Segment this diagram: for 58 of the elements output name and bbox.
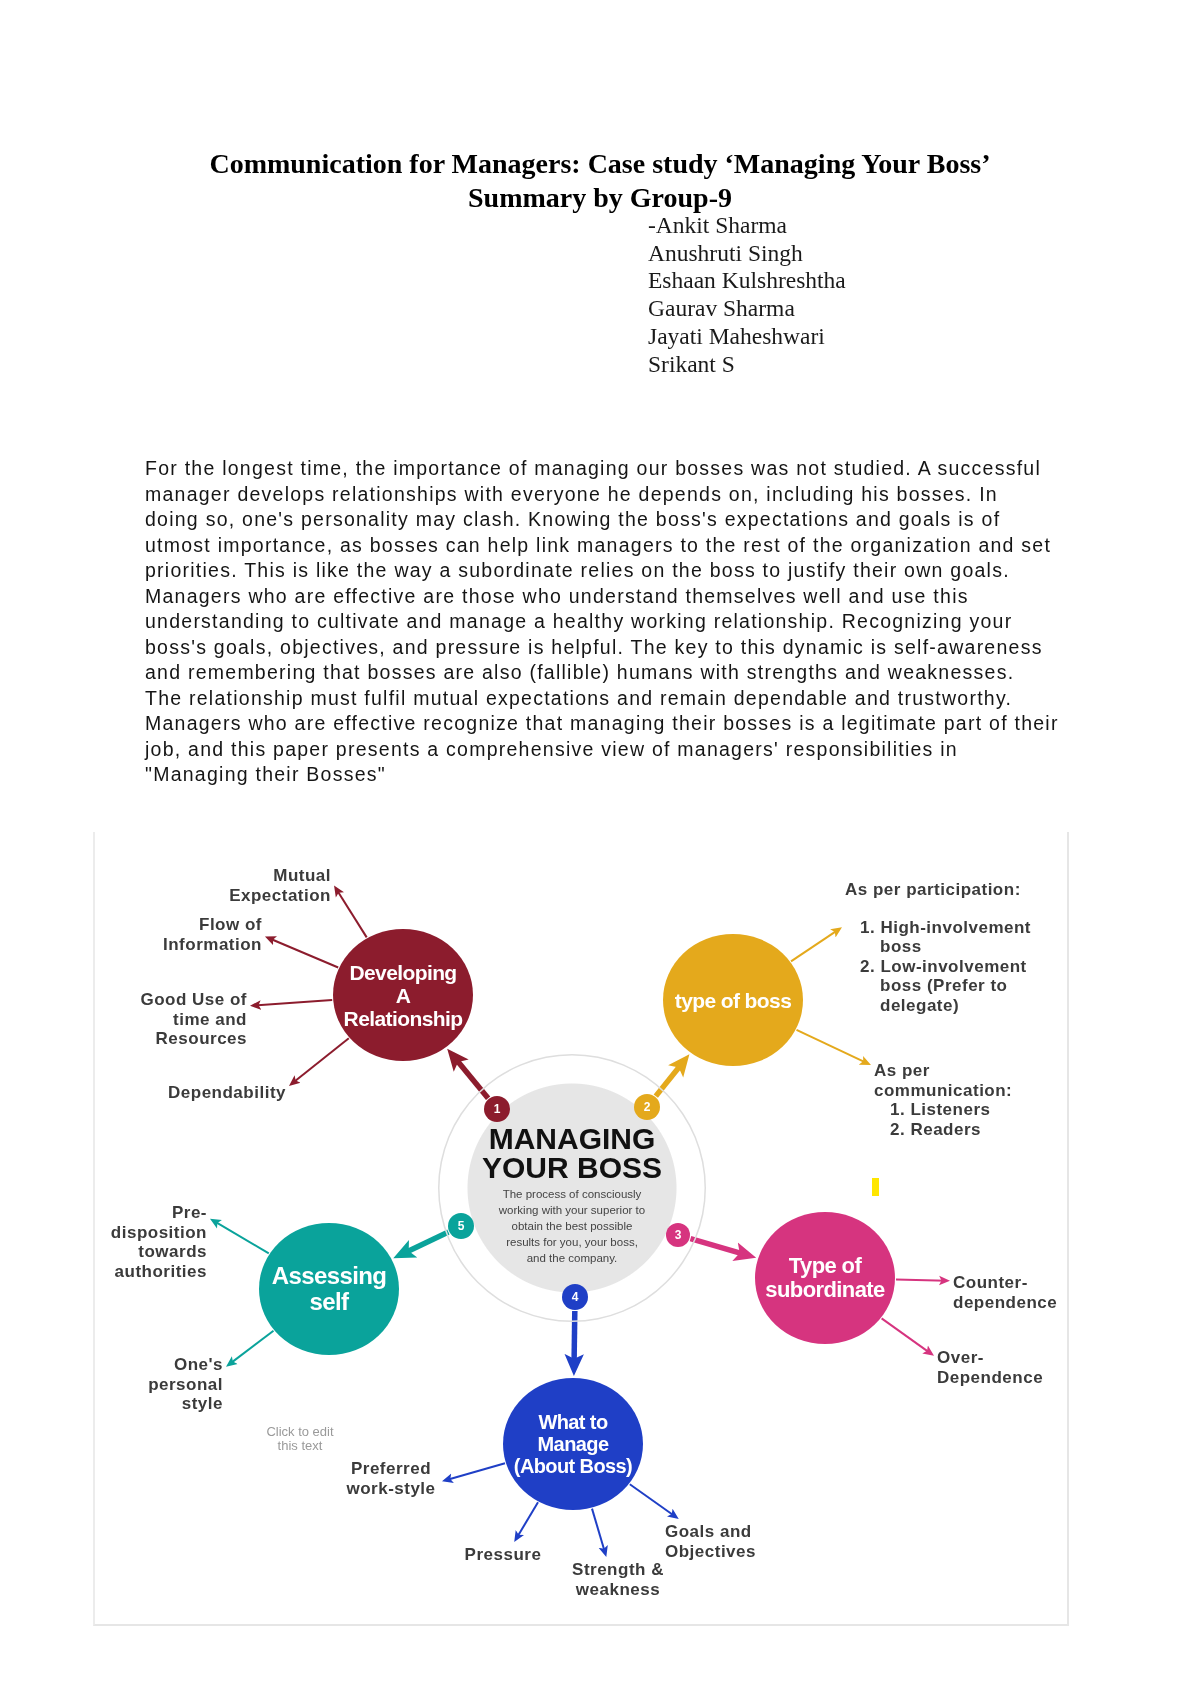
- author-name: Eshaan Kulshreshtha: [648, 267, 846, 296]
- summary-paragraph: For the longest time, the importance of managing our bosses was not studied. A successful manager develops relationships with everyone he depends on, including his bosses. In doing so, one's personality may clash. Knowing the boss's expectations and goals is of utmost importance, as bosses can help link managers to the rest of the organization and set priorities. This is like the way a subordinate relies on the boss to justify their own goals. Managers who are effective are those who understand themselves well and use this understanding to cultivate and manage a healthy working relationship. Recognizing your boss's goals, objectives, and pressure is helpful. The key to this dynamic is self-awareness and remembering that bosses are also (fallible) humans with strengths and weaknesses. The relationship must fulfil mutual expectations and remain dependable and trustworthy. Managers who are effective recognize that managing their bosses is a legitimate part of their job, and this paper presents a comprehensive view of managers' responsibilities in "Managing their Bosses": [145, 456, 1060, 787]
- topic-label: type of boss: [673, 988, 793, 1012]
- arrow: [880, 1317, 935, 1356]
- arrow: [628, 1483, 679, 1520]
- topic-label: Type of subordinate: [764, 1254, 886, 1302]
- arrow: [249, 999, 334, 1010]
- arrow: [393, 1229, 450, 1259]
- list-item: 1. High-involvement boss: [860, 917, 1033, 957]
- branch-label: Flow of Information: [158, 915, 262, 954]
- number-badge: 4: [562, 1284, 588, 1310]
- branch-label: Strength & weakness: [569, 1560, 667, 1599]
- author-name: Anushruti Singh: [648, 239, 803, 268]
- number-badge: 3: [666, 1223, 690, 1247]
- arrow: [447, 1048, 491, 1100]
- author-name: Srikant S: [648, 350, 735, 379]
- branch-label: Good Use of time and Resources: [135, 990, 247, 1049]
- list-heading: As per participation:: [845, 880, 1022, 900]
- arrow: [264, 936, 340, 969]
- page-title: Communication for Managers: Case study ‘Managing Your Boss’ Summary by Group-9: [208, 147, 992, 214]
- author-name: Gaurav Sharma: [648, 295, 795, 323]
- central-title: MANAGING YOUR BOSS: [481, 1124, 663, 1182]
- list-item: 1. Listeners: [890, 1100, 992, 1120]
- arrow: [289, 1037, 350, 1086]
- list-item: 2. Low-involvement boss (Prefer to delegate): [860, 956, 1028, 1015]
- branch-label: One's personal style: [143, 1355, 223, 1414]
- arrow: [689, 1235, 757, 1261]
- list-heading: As per communication:: [874, 1061, 1014, 1100]
- topic-label: Assessing self: [270, 1263, 388, 1315]
- arrow: [564, 1310, 584, 1376]
- placeholder-text: Click to edit this text: [265, 1425, 335, 1453]
- arrow: [895, 1275, 951, 1286]
- author-name: -Ankit Sharma: [648, 212, 787, 240]
- number-badge: 1: [484, 1096, 510, 1122]
- arrow: [226, 1329, 275, 1367]
- branch-label: Pre-disposition towards authorities: [107, 1203, 207, 1281]
- arrow: [210, 1218, 270, 1255]
- central-description: The process of consciously working with your superior to obtain the best possible results for you, your boss, and the company.: [497, 1187, 647, 1266]
- branch-label: Over-Dependence: [937, 1348, 1049, 1387]
- branch-label: Dependability: [166, 1083, 286, 1103]
- topic-label: Developing A Relationship: [342, 960, 464, 1030]
- branch-label: Preferred work-style: [343, 1459, 439, 1498]
- arrow: [591, 1507, 608, 1557]
- topic-label: What to Manage (About Boss): [512, 1411, 634, 1477]
- number-badge: 5: [448, 1213, 474, 1239]
- arrow: [653, 1054, 690, 1098]
- branch-label: Counter-dependence: [953, 1273, 1063, 1312]
- author-name: Jayati Maheshwari: [648, 322, 825, 351]
- branch-label: Pressure: [463, 1545, 543, 1565]
- number-badge: 2: [634, 1094, 660, 1120]
- arrow: [442, 1462, 506, 1483]
- arrow: [334, 885, 368, 939]
- branch-label: Mutual Expectation: [223, 866, 331, 905]
- list-item: 2. Readers: [890, 1119, 982, 1139]
- arrow: [790, 927, 842, 963]
- arrow: [514, 1501, 539, 1542]
- branch-label: Goals and Objectives: [665, 1522, 763, 1561]
- arrow: [795, 1028, 871, 1065]
